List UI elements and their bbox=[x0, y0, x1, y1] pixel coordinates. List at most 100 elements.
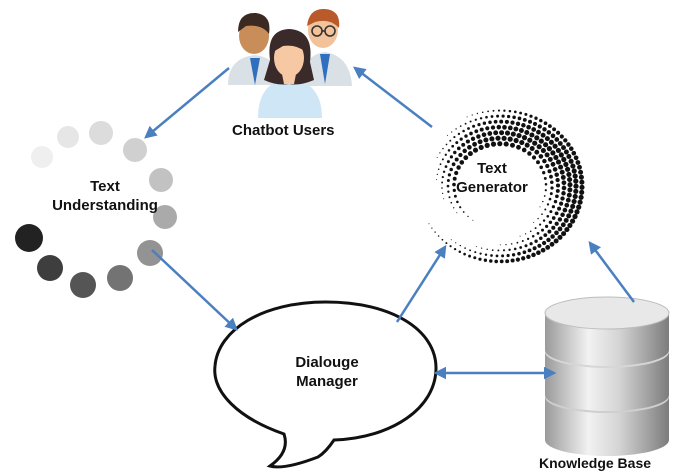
swirl-dot bbox=[524, 129, 530, 136]
swirl-dot bbox=[555, 194, 559, 199]
swirl-dot bbox=[544, 208, 547, 211]
swirl-dot bbox=[491, 249, 494, 251]
dotted-swirl-icon bbox=[428, 109, 585, 264]
swirl-dot bbox=[517, 251, 521, 256]
swirl-dot bbox=[470, 136, 476, 141]
swirl-dot bbox=[548, 220, 553, 225]
swirl-dot bbox=[537, 243, 542, 248]
arrow-kb-to-generator bbox=[588, 240, 636, 303]
swirl-dot bbox=[471, 114, 473, 116]
swirl-dot bbox=[537, 124, 542, 129]
text-understanding-label: Text Understanding bbox=[40, 177, 170, 215]
swirl-dot bbox=[548, 124, 552, 128]
swirl-dot bbox=[526, 124, 531, 130]
swirl-dot bbox=[529, 114, 533, 118]
swirl-dot bbox=[579, 189, 585, 195]
swirl-dot bbox=[490, 141, 497, 147]
swirl-dot bbox=[441, 176, 444, 179]
swirl-dot bbox=[506, 253, 510, 258]
swirl-dot bbox=[549, 210, 553, 214]
swirl-dot bbox=[574, 209, 580, 215]
swirl-dot bbox=[571, 198, 577, 204]
swirl-dot bbox=[527, 137, 533, 143]
swirl-dot bbox=[441, 238, 444, 241]
swirl-dot bbox=[552, 143, 558, 149]
swirl-dot bbox=[578, 169, 584, 175]
swirl-dot bbox=[442, 170, 446, 174]
swirl-dot bbox=[493, 119, 498, 124]
swirl-dot bbox=[542, 171, 546, 175]
swirl-dot bbox=[567, 176, 573, 183]
swirl-dot bbox=[483, 137, 489, 143]
swirl-dot bbox=[447, 149, 451, 152]
swirl-dot bbox=[505, 243, 507, 246]
dialogue-manager-label: Dialouge Manager bbox=[272, 353, 382, 391]
swirl-dot bbox=[434, 231, 436, 233]
swirl-dot bbox=[497, 109, 501, 112]
swirl-dot bbox=[442, 147, 444, 150]
swirl-dot bbox=[579, 184, 585, 190]
swirl-dot bbox=[550, 161, 556, 167]
swirl-dot bbox=[554, 172, 559, 177]
swirl-dot bbox=[559, 134, 564, 139]
flow-arrows bbox=[144, 66, 636, 380]
swirl-dot bbox=[446, 184, 450, 188]
swirl-dot bbox=[550, 150, 556, 156]
swirl-dot bbox=[555, 159, 562, 165]
swirl-dot bbox=[567, 222, 573, 228]
swirl-dot bbox=[540, 247, 546, 253]
swirl-dot bbox=[524, 112, 528, 116]
swirl-dot bbox=[455, 141, 459, 145]
swirl-dot bbox=[490, 125, 496, 130]
swirl-dot bbox=[459, 137, 463, 141]
swirl-dot bbox=[478, 144, 484, 150]
text-generator-label: Text Generator bbox=[447, 159, 537, 197]
swirl-dot bbox=[549, 174, 553, 179]
swirl-dot bbox=[499, 259, 504, 264]
swirl-dot bbox=[561, 191, 566, 196]
swirl-dot bbox=[546, 214, 550, 218]
swirl-dot bbox=[504, 119, 509, 124]
swirl-dot bbox=[447, 134, 448, 136]
swirl-dot bbox=[559, 169, 565, 175]
swirl-dot bbox=[464, 122, 467, 125]
swirl-dot bbox=[516, 133, 522, 139]
arrow-users-to-understanding bbox=[144, 67, 230, 139]
swirl-dot bbox=[521, 135, 528, 141]
swirl-dot bbox=[551, 205, 556, 209]
swirl-dot bbox=[454, 170, 459, 176]
swirl-dot bbox=[481, 132, 487, 138]
swirl-dot bbox=[459, 160, 465, 165]
swirl-dot bbox=[561, 145, 566, 151]
swirl-dot bbox=[453, 150, 457, 155]
swirl-dot bbox=[495, 254, 499, 258]
swirl-dot bbox=[458, 152, 463, 158]
swirl-dot bbox=[517, 116, 522, 121]
swirl-dot bbox=[536, 250, 541, 256]
swirl-dot bbox=[439, 152, 441, 154]
swirl-dot bbox=[502, 124, 507, 130]
swirl-dot bbox=[562, 207, 568, 213]
swirl-dot bbox=[503, 109, 506, 112]
swirl-dot bbox=[570, 203, 576, 209]
swirl-dot bbox=[544, 224, 549, 229]
swirl-dot bbox=[539, 165, 543, 170]
swirl-dot bbox=[531, 252, 536, 258]
swirl-dot bbox=[526, 237, 530, 241]
swirl-dot bbox=[578, 174, 584, 180]
swirl-dot bbox=[510, 120, 515, 125]
swirl-dot bbox=[522, 117, 527, 122]
swirl-dot bbox=[554, 221, 559, 226]
swirl-dot bbox=[541, 228, 544, 232]
swirl-dot bbox=[568, 208, 574, 214]
swirl-dot bbox=[497, 141, 503, 147]
swirl-dot bbox=[477, 139, 483, 145]
swirl-dot bbox=[453, 136, 456, 139]
swirl-dot bbox=[552, 127, 557, 132]
swirl-dot bbox=[451, 144, 455, 148]
swirl-dot bbox=[455, 128, 457, 130]
swirl-dot bbox=[485, 115, 488, 119]
swirl-dot bbox=[453, 207, 455, 209]
swirl-dot bbox=[472, 147, 479, 153]
swirl-dot bbox=[449, 139, 452, 142]
